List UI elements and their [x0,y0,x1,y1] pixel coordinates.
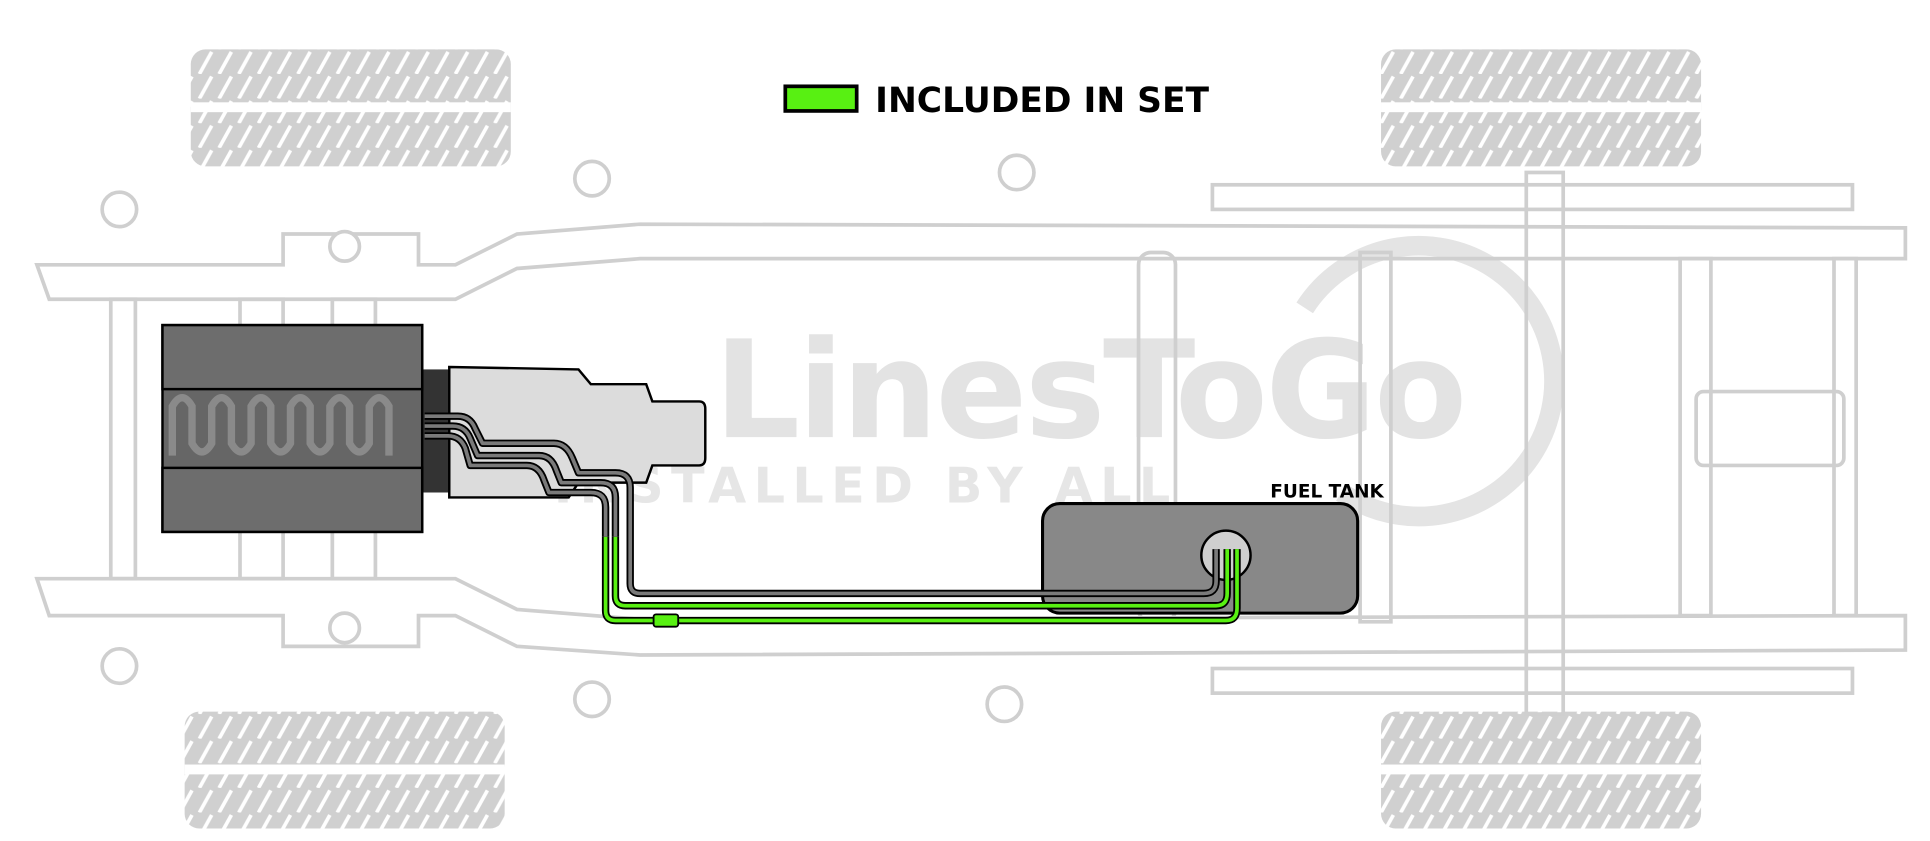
vehicle-frame [34,153,1908,724]
tire-rear-right [1381,711,1702,829]
line-included-in-set [601,536,1241,625]
tire-rear-left [1381,49,1702,167]
tire-front-right [184,711,505,829]
fuel-filter [652,613,680,628]
legend: INCLUDED IN SET [783,81,1210,121]
watermark-logo: LinesToGo INSTALLED BY ALL [554,235,1564,527]
fuel-tank: FUEL TANK [1041,481,1385,615]
line-not-included [424,412,1220,598]
legend-swatch [783,84,859,113]
engine [161,323,450,534]
fuel-tank-label: FUEL TANK [1270,481,1384,502]
svg-text:LinesToGo: LinesToGo [714,311,1465,469]
fuel-lines [424,412,1241,628]
tire-front-left [190,49,511,167]
legend-label: INCLUDED IN SET [875,81,1209,121]
